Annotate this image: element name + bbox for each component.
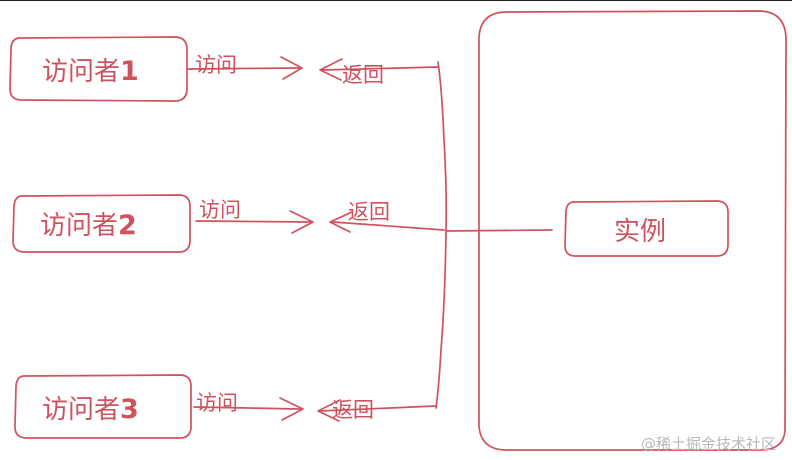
return-arrowhead-1 xyxy=(319,58,343,81)
return-arrowhead-3 xyxy=(317,399,341,422)
instance-label: 实例 xyxy=(614,217,666,247)
container-box xyxy=(478,10,787,451)
return-edge-3: 返回 xyxy=(317,398,437,422)
visitor-label-1: 访问者1 xyxy=(42,56,139,87)
visit-arrow-line-1 xyxy=(187,67,301,70)
visit-edge-3: 访问 xyxy=(193,391,304,421)
visit-arrowhead-3 xyxy=(279,397,304,421)
visitor-number-2: 2 xyxy=(118,210,137,241)
instance-box xyxy=(564,200,729,257)
visit-arrowhead-1 xyxy=(280,56,303,80)
visitor-node-3[interactable]: 访问者3 xyxy=(14,374,192,439)
visitor-label-3: 访问者3 xyxy=(42,394,139,425)
return-edge-1: 返回 xyxy=(319,58,439,87)
visitor-number-1: 1 xyxy=(120,56,139,87)
visitor-number-3: 3 xyxy=(120,394,139,425)
visitor-name-2: 访问者 xyxy=(40,211,118,241)
return-label-3: 返回 xyxy=(332,398,374,422)
visit-arrow-line-3 xyxy=(193,406,301,410)
visitor-box-3 xyxy=(14,374,192,439)
instance-connector xyxy=(445,229,553,232)
return-arrow-line-3 xyxy=(319,405,437,412)
visit-label-2: 访问 xyxy=(199,198,241,222)
visit-arrowhead-2 xyxy=(289,210,314,234)
return-arrow-line-1 xyxy=(321,66,439,71)
visitor-name-1: 访问者 xyxy=(42,57,120,87)
visit-label-1: 访问 xyxy=(195,53,237,77)
watermark-text: @稀土掘金技术社区 xyxy=(641,435,776,453)
visitor-box-2 xyxy=(12,194,191,253)
visit-edge-1: 访问 xyxy=(187,53,303,80)
visit-edge-2: 访问 xyxy=(195,198,314,234)
visitor-label-2: 访问者2 xyxy=(40,210,137,241)
return-bus xyxy=(435,61,448,409)
instance-node[interactable]: 实例 xyxy=(564,200,729,257)
return-arrow-line-2 xyxy=(332,221,445,231)
visitor-node-1[interactable]: 访问者1 xyxy=(9,36,188,102)
top-border xyxy=(0,0,792,1)
return-label-2: 返回 xyxy=(348,200,390,224)
visitor-name-3: 访问者 xyxy=(42,395,120,425)
visitor-box-1 xyxy=(9,36,188,102)
return-arrowhead-2 xyxy=(329,211,353,233)
visitor-node-2[interactable]: 访问者2 xyxy=(12,194,191,253)
visit-label-3: 访问 xyxy=(196,391,238,415)
return-edge-2: 返回 xyxy=(329,200,445,233)
visit-arrow-line-2 xyxy=(195,220,311,223)
return-label-1: 返回 xyxy=(342,63,384,87)
